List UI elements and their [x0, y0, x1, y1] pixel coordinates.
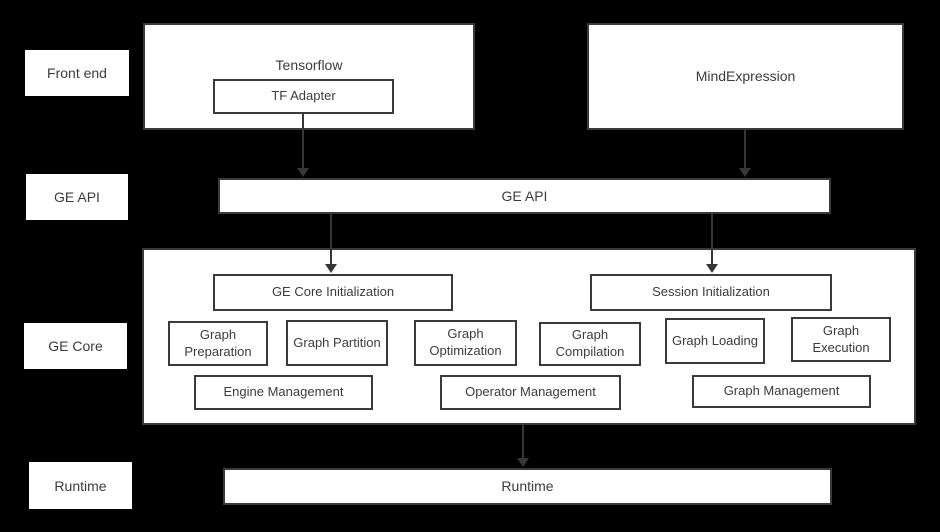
row-label-ge-api: GE API	[26, 174, 128, 220]
arrow-mindexpression-to-ge-api-icon	[739, 130, 751, 177]
graph-management-box: Graph Management	[692, 375, 871, 408]
row-label-ge-core: GE Core	[24, 323, 127, 369]
tensorflow-box: Tensorflow TF Adapter	[143, 23, 475, 130]
graph-compilation-box: Graph Compilation	[539, 322, 641, 366]
graph-execution-box: Graph Execution	[791, 317, 891, 362]
tf-adapter-box: TF Adapter	[213, 79, 394, 114]
row-label-front-end: Front end	[25, 50, 129, 96]
session-initialization-box: Session Initialization	[590, 274, 832, 311]
arrow-ge-api-to-session-initialization-icon	[706, 214, 718, 273]
tensorflow-label: Tensorflow	[275, 57, 343, 73]
arrow-ge-api-to-ge-core-initialization-icon	[325, 214, 337, 273]
ge-api-bar: GE API	[218, 178, 831, 214]
engine-management-box: Engine Management	[194, 375, 373, 410]
arrow-ge-core-to-runtime-icon	[517, 425, 529, 467]
row-label-runtime: Runtime	[29, 462, 132, 509]
mindexpression-box: MindExpression	[587, 23, 904, 130]
ge-core-initialization-box: GE Core Initialization	[213, 274, 453, 311]
operator-management-box: Operator Management	[440, 375, 621, 410]
ge-core-box: GE Core Initialization Session Initializ…	[142, 248, 916, 425]
graph-preparation-box: Graph Preparation	[168, 321, 268, 366]
arrow-tf-adapter-to-ge-api-icon	[297, 114, 309, 177]
graph-loading-box: Graph Loading	[665, 318, 765, 364]
graph-optimization-box: Graph Optimization	[414, 320, 517, 366]
graph-partition-box: Graph Partition	[286, 320, 388, 366]
runtime-bar: Runtime	[223, 468, 832, 505]
